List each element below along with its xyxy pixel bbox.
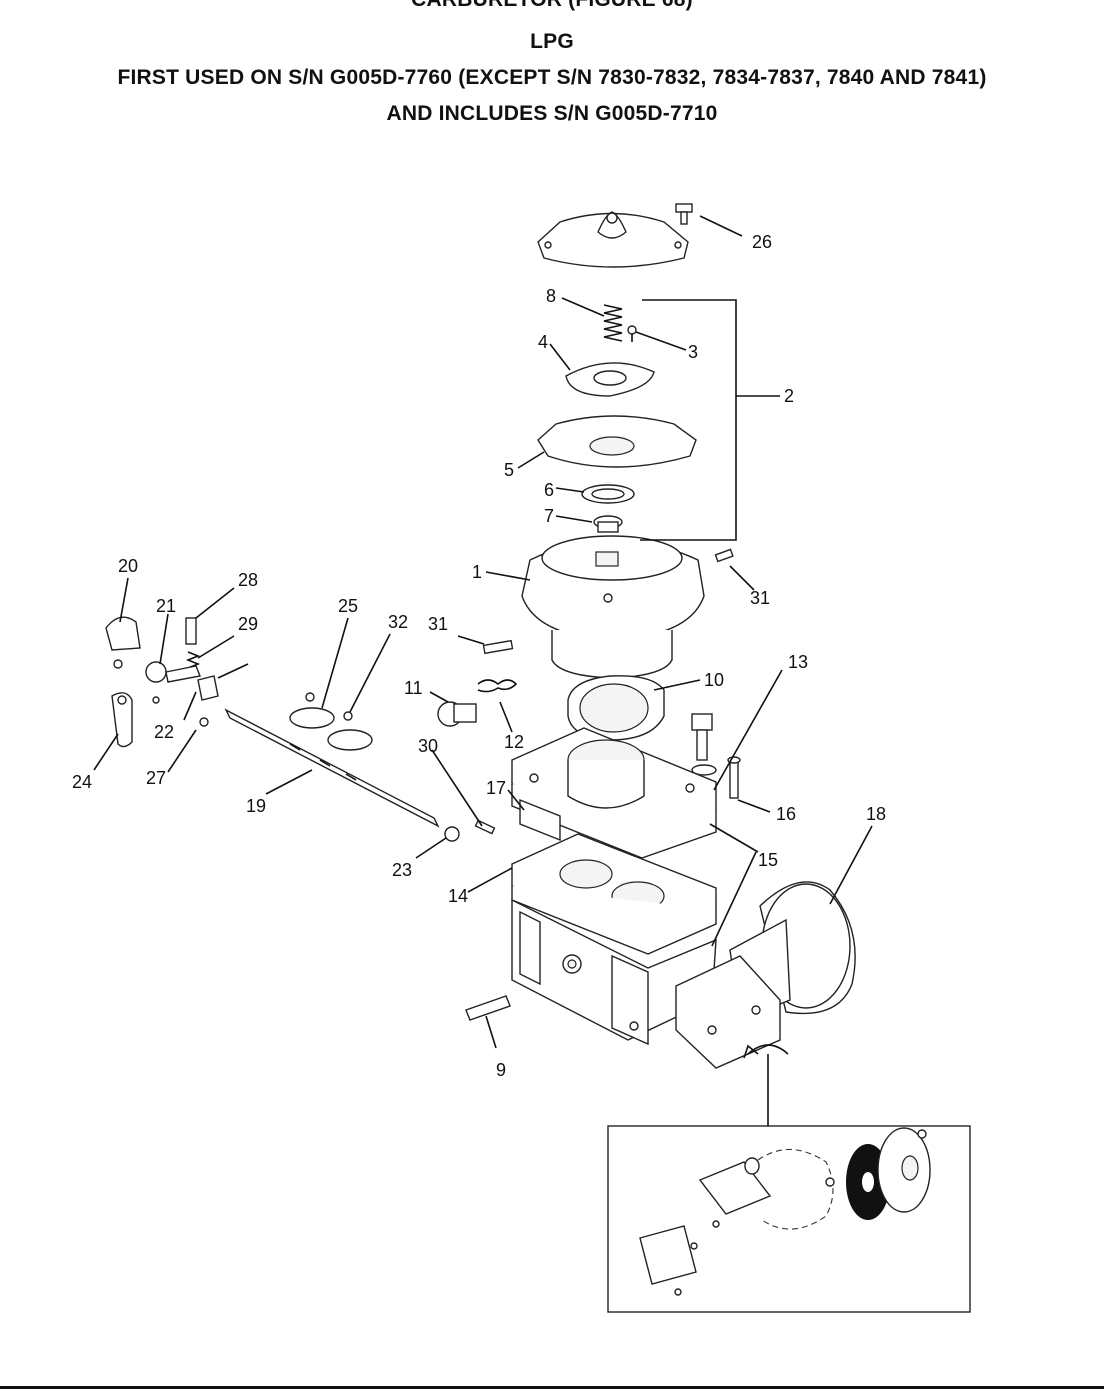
callout-11: 11 <box>404 678 423 698</box>
callout-31-left: 31 <box>428 614 448 634</box>
spring-part-8 <box>603 304 623 342</box>
housing-part-18 <box>675 881 856 1069</box>
callout-22: 22 <box>154 722 174 742</box>
callout-17: 17 <box>486 778 506 798</box>
serial-includes-line: AND INCLUDES S/N G005D-7710 <box>386 102 718 125</box>
callout-3: 3 <box>688 342 698 362</box>
callout-26: 26 <box>752 232 772 252</box>
callout-21: 21 <box>156 596 176 616</box>
spring-part-29 <box>185 651 201 669</box>
callout-25: 25 <box>338 596 358 616</box>
screw-part-27 <box>199 717 209 727</box>
detail-inset <box>607 1044 971 1313</box>
callout-6: 6 <box>544 480 554 500</box>
figure-title: CARBURETOR (FIGURE 68) <box>0 0 1104 12</box>
callout-28: 28 <box>238 570 258 590</box>
valve-part-7 <box>593 515 623 533</box>
callout-14: 14 <box>448 886 468 906</box>
throttle-body-part-13 <box>511 727 717 859</box>
callout-15: 15 <box>758 850 778 870</box>
throttle-plate-part-25a <box>289 692 335 729</box>
callout-24: 24 <box>72 772 92 792</box>
screw-part-28 <box>185 617 197 645</box>
leader-lines <box>93 215 873 1049</box>
bracket-line-2 <box>640 299 737 541</box>
callout-27: 27 <box>146 768 166 788</box>
callout-12: 12 <box>504 732 524 752</box>
stud-part-9 <box>465 995 511 1021</box>
lever-part-20 <box>105 616 141 669</box>
callout-8: 8 <box>546 286 556 306</box>
plate-part-17 <box>519 798 561 842</box>
callout-30: 30 <box>418 736 438 756</box>
housing-part-1 <box>521 535 705 679</box>
callout-13: 13 <box>788 652 808 672</box>
callout-19: 19 <box>246 796 266 816</box>
callout-1: 1 <box>472 562 482 582</box>
callout-7: 7 <box>544 506 554 526</box>
figure-subtitle: LPG <box>530 30 574 53</box>
spring-part-12 <box>477 679 518 693</box>
callout-32: 32 <box>388 612 408 632</box>
callout-16: 16 <box>776 804 796 824</box>
screw-part-26 <box>675 203 693 225</box>
callout-5: 5 <box>504 460 514 480</box>
callout-2: 2 <box>784 386 794 406</box>
pin-part-30 <box>474 819 496 835</box>
pin-part-31-right <box>714 548 734 563</box>
link-part-24 <box>111 692 133 748</box>
callout-10: 10 <box>704 670 724 690</box>
callout-18: 18 <box>866 804 886 824</box>
callout-20: 20 <box>118 556 138 576</box>
footer-rule <box>0 1386 1104 1389</box>
lever-part-21 <box>145 661 201 704</box>
pin-part-31-left <box>482 639 514 655</box>
fitting-part-11 <box>437 701 477 727</box>
bushing-part-23 <box>444 826 460 842</box>
diaphragm-plate-part-4 <box>565 362 655 397</box>
mixer-body-part <box>511 898 717 1046</box>
bolt-part <box>691 713 717 776</box>
diaphragm-part-5 <box>537 415 697 468</box>
callout-9: 9 <box>496 1060 506 1080</box>
callout-29: 29 <box>238 614 258 634</box>
throttle-shaft-part-19 <box>224 708 440 828</box>
screw-part-3 <box>627 325 637 342</box>
callout-31-right: 31 <box>750 588 770 608</box>
o-ring-inner <box>591 488 625 500</box>
cover-part <box>537 211 689 268</box>
mounting-plate-part-14 <box>511 833 717 955</box>
clamp-part-22 <box>197 663 249 701</box>
serial-applicability-line: FIRST USED ON S/N G005D-7760 (EXCEPT S/N… <box>117 66 987 89</box>
throttle-plate-part-25b <box>327 711 373 751</box>
callout-4: 4 <box>538 332 548 352</box>
callout-23: 23 <box>392 860 412 880</box>
gasket-part-10 <box>567 675 665 741</box>
